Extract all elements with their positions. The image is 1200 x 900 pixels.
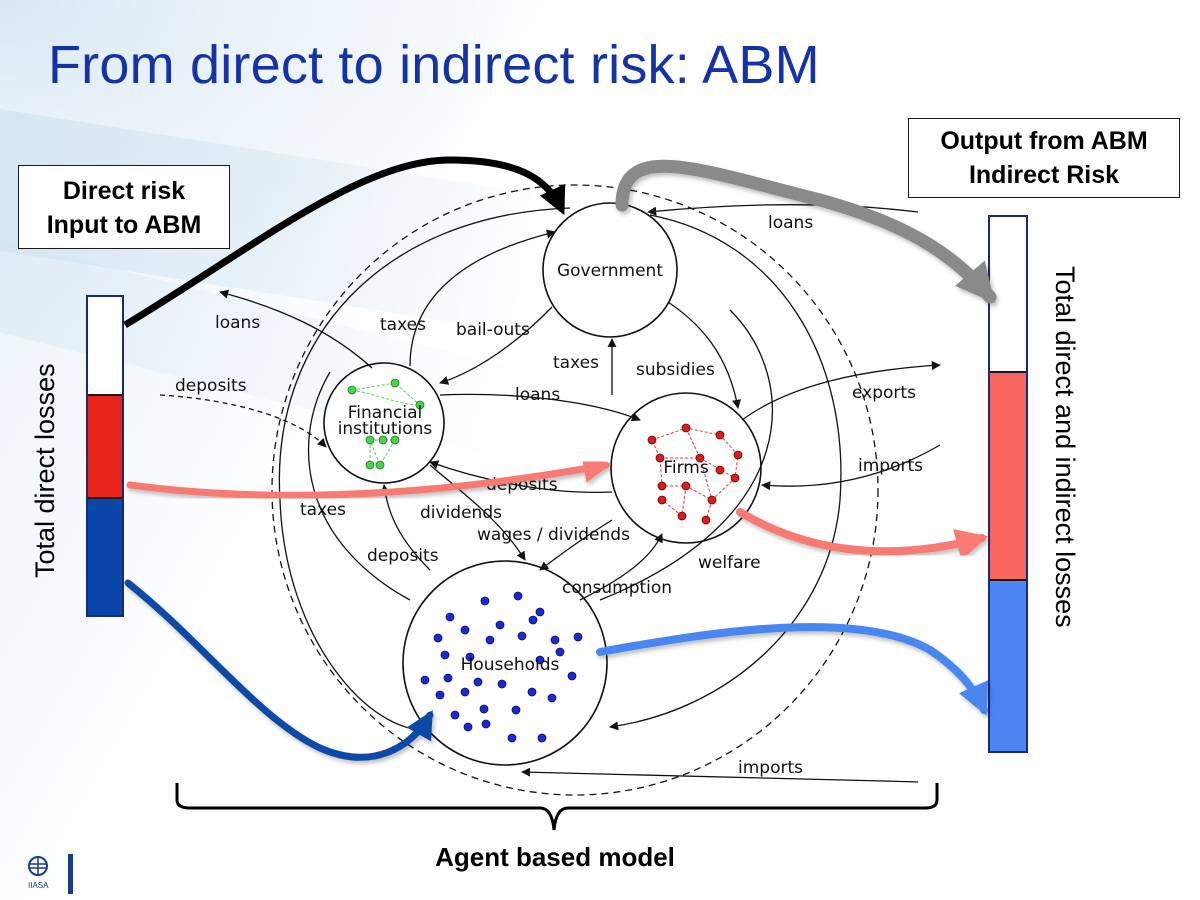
loans-outbound-arrow: [219, 289, 373, 369]
direct-losses-bar: [86, 295, 124, 617]
taxes-arc-left: [307, 371, 411, 601]
taxes-to-government-arrow: [409, 229, 556, 367]
direct-risk-to-households-arrow: [124, 579, 434, 761]
welfare-arc: [599, 309, 773, 601]
flow-arc-outer-right: [609, 214, 842, 731]
financial-network-nodes: [347, 378, 425, 470]
flow-label-taxes: taxes: [380, 315, 426, 335]
output-box-line2: Indirect Risk: [968, 161, 1120, 189]
flow-label-subsidies: subsidies: [636, 360, 715, 380]
agent-based-model-brace: [175, 783, 939, 831]
total-losses-white-segment: [990, 217, 1026, 371]
households-to-indirect-risk-arrow: [596, 623, 989, 716]
direct-risk-to-government-arrow: [123, 156, 566, 329]
households-label: Households: [461, 655, 560, 675]
consumption-arrow: [579, 533, 663, 601]
imports-bottom-arrow: [521, 767, 919, 783]
deposits-from-firms-arrow: [429, 460, 613, 494]
financial-institutions-label-line1: Financial: [348, 403, 422, 423]
subsidies-arrow: [667, 301, 741, 409]
exports-arrow: [741, 360, 941, 421]
total-losses-blue-segment: [990, 579, 1026, 751]
flow-label-loans: loans: [515, 385, 560, 405]
flow-label-loans: loans: [215, 313, 260, 333]
imports-to-firms-arrow: [761, 444, 941, 491]
flow-label-welfare: welfare: [698, 553, 761, 573]
input-box-line1: Direct risk: [62, 177, 186, 205]
agent-based-model-label: Agent based model: [435, 842, 675, 872]
iiasa-logo: IIASA: [28, 854, 73, 894]
government-label: Government: [557, 261, 663, 281]
flow-arc-outer-left: [278, 207, 571, 731]
flow-label-dividends: dividends: [420, 503, 502, 523]
direct-losses-white-segment: [88, 297, 122, 395]
firms-label: Firms: [663, 458, 709, 478]
input-box-line2: Input to ABM: [46, 211, 202, 239]
flow-label-imports: imports: [738, 758, 803, 778]
direct-risk-input-box: Direct risk Input to ABM: [18, 165, 230, 249]
flow-label-wages-dividends: wages / dividends: [477, 525, 630, 545]
total-losses-red-segment: [990, 370, 1026, 580]
flow-label-loans: loans: [768, 213, 813, 233]
direct-losses-blue-segment: [88, 496, 122, 616]
financial-institutions-label-line2: institutions: [338, 419, 433, 439]
firms-to-indirect-risk-arrow: [736, 508, 989, 561]
bail-outs-arrow: [439, 306, 553, 385]
total-losses-bar: [988, 215, 1028, 753]
flow-label-deposits: deposits: [367, 546, 439, 566]
wages-dividends-arrow: [539, 519, 613, 571]
slide-title: From direct to indirect risk: ABM: [48, 35, 820, 95]
flow-label-taxes: taxes: [553, 353, 599, 373]
flow-label-imports: imports: [858, 456, 923, 476]
dividends-arrow: [429, 464, 526, 561]
flow-label-taxes: taxes: [300, 500, 346, 520]
direct-risk-to-firms-arrow: [126, 455, 612, 499]
loans-to-firms-arrow: [439, 393, 641, 422]
loans-to-government-arrow: [647, 204, 919, 216]
households-agents: [420, 591, 583, 743]
government-to-indirect-risk-arrow: [615, 159, 997, 304]
government-node: [542, 202, 678, 338]
flow-label-exports: exports: [852, 383, 916, 403]
flow-label-bail-outs: bail-outs: [456, 320, 530, 340]
flow-label-consumption: consumption: [562, 578, 672, 598]
economy-dashed-boundary: [271, 184, 879, 796]
firms-network-nodes: [647, 423, 743, 525]
indirect-risk-output-box: Output from ABM Indirect Risk: [908, 118, 1180, 198]
iiasa-logo-text: IIASA: [28, 881, 49, 890]
direct-losses-red-segment: [88, 394, 122, 497]
deposits-inbound-arrow: [159, 394, 327, 448]
output-box-line1: Output from ABM: [940, 127, 1148, 155]
flow-label-deposits: deposits: [175, 376, 247, 396]
